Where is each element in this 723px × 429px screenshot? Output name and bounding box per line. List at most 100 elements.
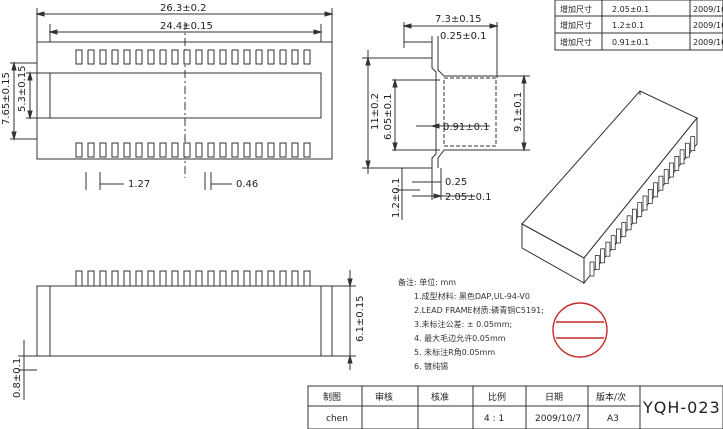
pin-top-row — [195, 49, 203, 65]
note-line-2: 2.LEAD FRAME材质:磷青铜C5191; — [414, 305, 544, 315]
pin-bottom-row — [195, 142, 203, 158]
tb-value-date: 2009/10/7 — [535, 414, 581, 424]
pin-bottom-view — [267, 270, 275, 287]
pin-top-row — [207, 49, 215, 65]
pin-top-row — [75, 49, 83, 65]
pin-bottom-row — [171, 142, 179, 158]
pin-top-row — [303, 49, 311, 65]
pin-bottom-row — [279, 142, 287, 158]
pin-bottom-view — [111, 270, 119, 287]
note-line-3: 3.未标注公差: ± 0.05mm; — [414, 319, 512, 329]
dim-overall-height: 7.65±0.15 — [1, 72, 12, 125]
pin-iso-view — [690, 136, 696, 152]
pin-bottom-view — [159, 270, 167, 287]
pin-iso-view — [663, 169, 669, 185]
pin-bottom-view — [99, 270, 107, 287]
pin-top-row — [255, 49, 263, 65]
iso-view-pins — [589, 136, 696, 277]
pin-iso-view — [632, 208, 637, 224]
rev-row-3-date: 2009/10/7 — [693, 38, 723, 47]
pin-iso-view — [637, 202, 643, 218]
pin-iso-view — [669, 162, 674, 178]
note-line-4: 4. 最大毛边允许0.05mm — [414, 333, 506, 343]
pin-top-row — [123, 49, 131, 65]
pin-bottom-view — [303, 270, 311, 287]
pin-iso-view — [594, 254, 600, 270]
rev-row-2-date: 2009/10/7 — [693, 21, 723, 30]
tb-header-review: 审核 — [375, 391, 393, 403]
pin-iso-view — [674, 155, 680, 171]
pin-iso-view — [589, 261, 595, 277]
dim-bottom-height: 6.1±0.15 — [355, 295, 366, 342]
pin-bottom-row — [303, 142, 311, 158]
pin-bottom-view — [135, 270, 143, 287]
pin-bottom-view — [147, 270, 155, 287]
tb-value-scale: 4 : 1 — [484, 414, 504, 424]
tb-header-drawn: 制图 — [323, 391, 341, 403]
pin-iso-view — [616, 228, 621, 244]
stamp-seal — [552, 302, 608, 358]
pin-bottom-row — [231, 142, 239, 158]
bottom-view — [18, 270, 356, 400]
dim-overall-width: 26.3±0.2 — [160, 3, 207, 14]
rev-row-3-label: 增加尺寸 — [560, 37, 592, 47]
top-view — [10, 8, 334, 190]
pin-bottom-row — [267, 142, 275, 158]
dim-bottom-standoff: 0.8±0.1 — [12, 358, 23, 398]
rev-row-2-label: 增加尺寸 — [560, 20, 592, 30]
pin-top-row — [99, 49, 107, 65]
pin-bottom-view — [255, 270, 263, 287]
tb-header-version: 版本/次 — [596, 391, 626, 403]
dim-standoff: 1.2±0.1 — [391, 178, 402, 218]
pin-bottom-row — [183, 142, 191, 158]
dim-body-length: 9.1±0.1 — [513, 92, 524, 132]
pin-bottom-view — [75, 270, 83, 287]
note-line-6: 6. 镀纯锡 — [414, 361, 448, 371]
tb-header-date: 日期 — [545, 392, 563, 403]
rev-row-2-value: 1.2±0.1 — [612, 21, 644, 30]
dim-lead-width: 0.46 — [236, 179, 258, 190]
pin-iso-view — [621, 221, 627, 237]
tb-value-version: A3 — [607, 414, 619, 424]
pin-bottom-row — [75, 142, 83, 158]
pin-iso-view — [605, 241, 611, 257]
pin-iso-view — [610, 235, 616, 251]
pin-bottom-view — [231, 270, 239, 287]
pin-top-row — [147, 49, 155, 65]
top-view-pins — [75, 49, 311, 158]
pin-top-row — [135, 49, 143, 65]
pin-top-row — [291, 49, 299, 65]
pin-bottom-row — [111, 142, 119, 158]
side-view — [362, 22, 530, 220]
pin-iso-view — [685, 142, 690, 158]
pin-bottom-row — [243, 142, 251, 158]
pin-top-row — [219, 49, 227, 65]
tb-header-approve: 核准 — [431, 391, 449, 403]
dim-body-height: 6.05±0.1 — [383, 93, 394, 140]
pin-bottom-view — [123, 270, 131, 287]
pin-top-row — [231, 49, 239, 65]
pin-top-row — [159, 49, 167, 65]
dim-lead-offset: 0.25 — [445, 177, 467, 188]
pin-bottom-row — [147, 142, 155, 158]
pin-bottom-view — [207, 270, 215, 287]
pin-bottom-row — [123, 142, 131, 158]
pin-iso-view — [658, 175, 664, 191]
title-block — [307, 385, 723, 429]
pin-iso-view — [600, 248, 605, 264]
pin-top-row — [279, 49, 287, 65]
pin-bottom-row — [219, 142, 227, 158]
pin-bottom-view — [87, 270, 95, 287]
rev-row-1-date: 2009/10/7 — [693, 5, 723, 14]
dim-pitch: 1.27 — [128, 179, 150, 190]
pin-bottom-view — [171, 270, 179, 287]
bottom-view-pins — [75, 270, 311, 287]
rev-row-3-value: 0.91±0.1 — [612, 38, 649, 47]
pin-bottom-row — [99, 142, 107, 158]
notes-header: 备注: 单位: mm — [398, 277, 456, 287]
dim-side-width: 7.3±0.15 — [435, 14, 482, 25]
pin-bottom-row — [207, 142, 215, 158]
pin-iso-view — [653, 182, 658, 198]
pin-bottom-row — [255, 142, 263, 158]
